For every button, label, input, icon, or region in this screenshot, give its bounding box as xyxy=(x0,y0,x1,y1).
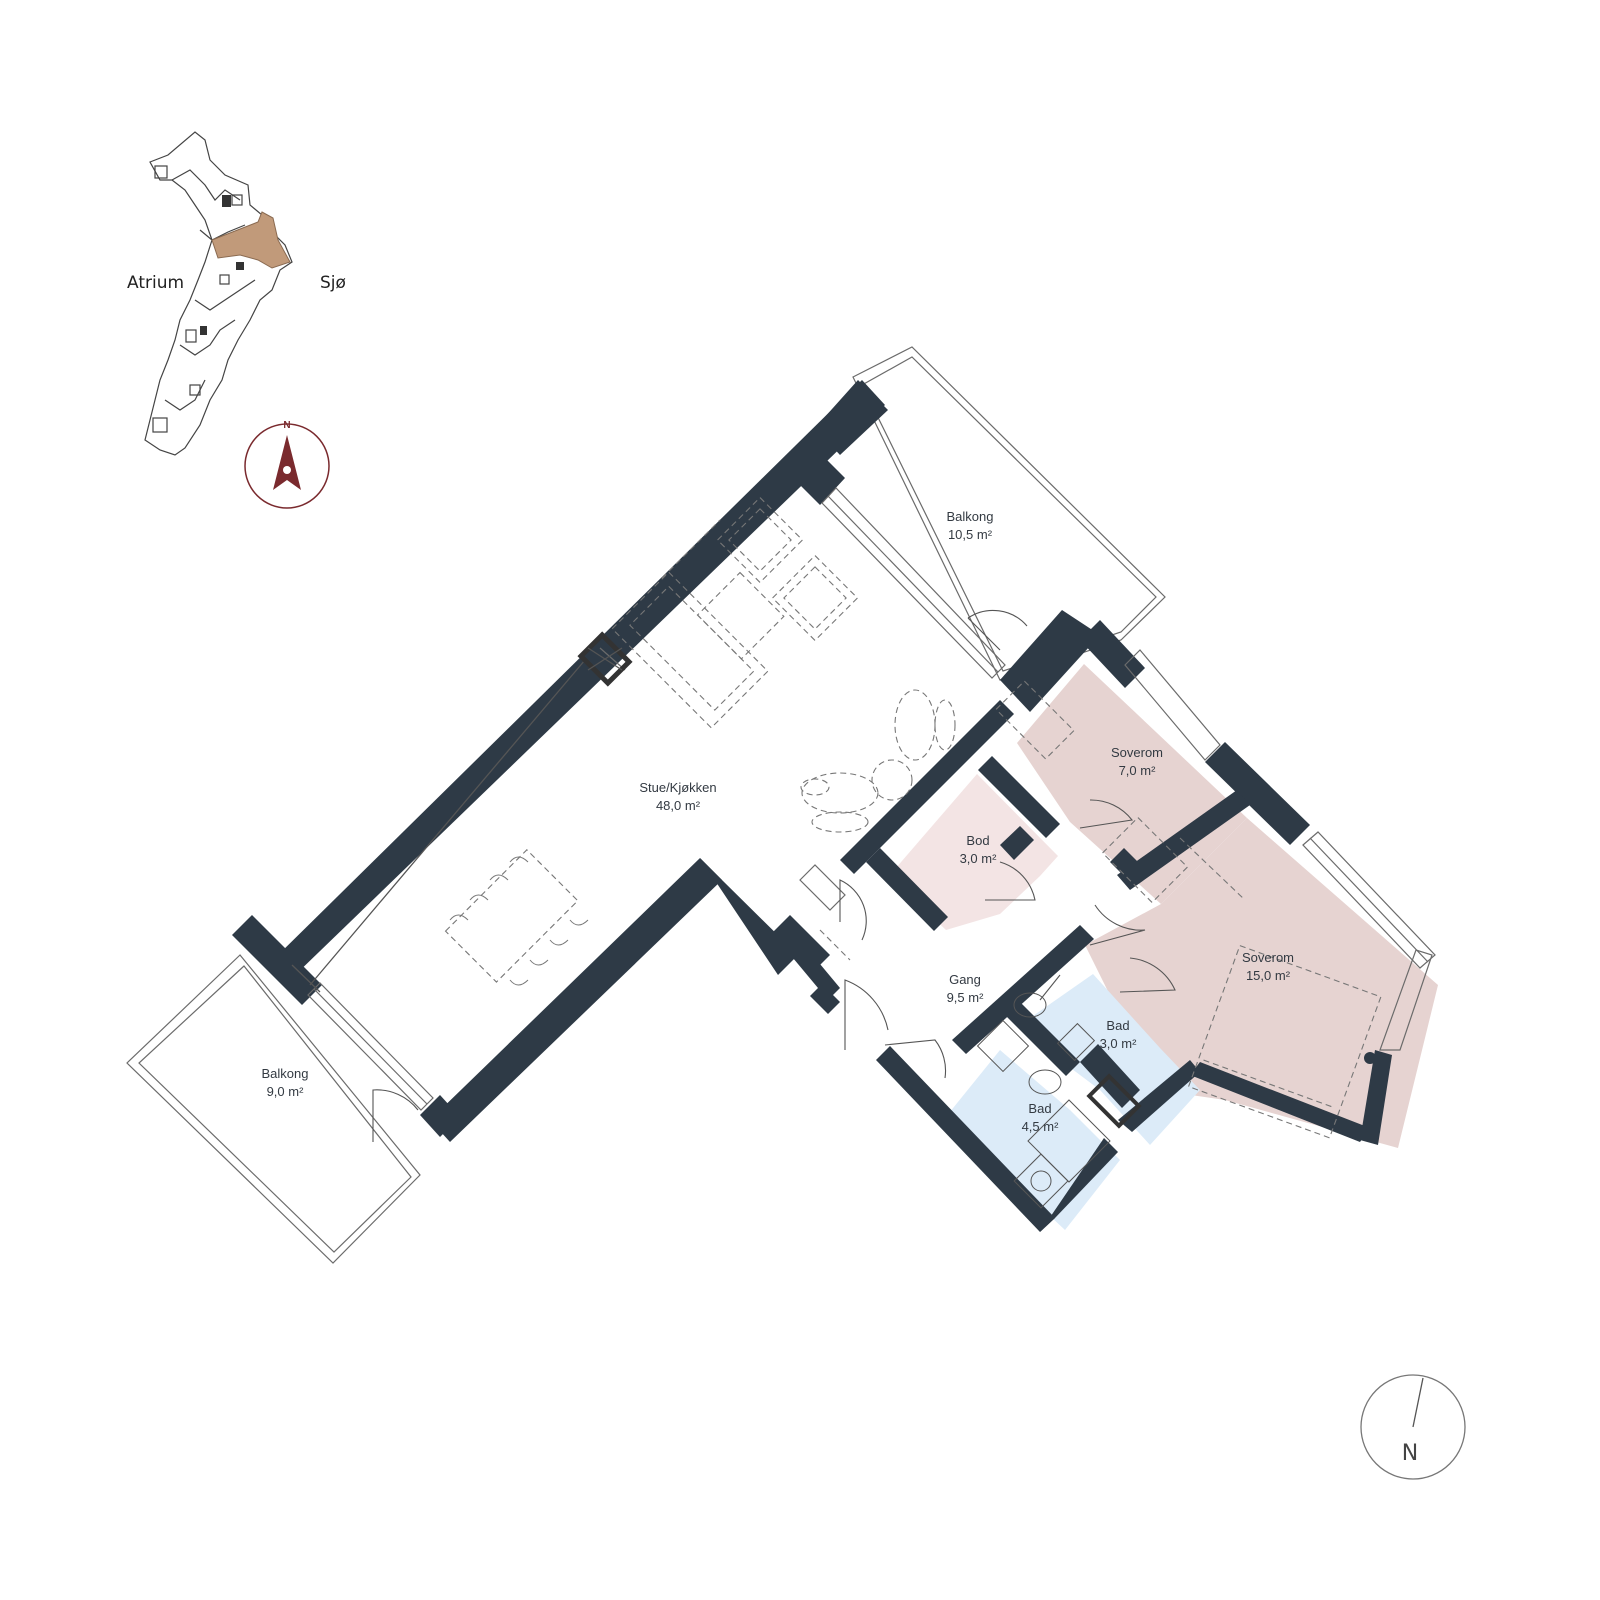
room-label-soverom-large: Soverom 15,0 m² xyxy=(1242,950,1294,983)
door-balkong-top[interactable] xyxy=(967,609,1028,651)
coffee-table-icon xyxy=(696,571,785,660)
room-area: 48,0 m² xyxy=(656,798,701,813)
key-plan-core xyxy=(236,262,244,270)
compass-label: N xyxy=(1402,1441,1418,1466)
room-name: Bad xyxy=(1106,1018,1129,1033)
room-label-bad-large: Bad 4,5 m² xyxy=(1022,1101,1060,1134)
room-area: 4,5 m² xyxy=(1022,1119,1060,1134)
room-area: 3,0 m² xyxy=(960,851,998,866)
windows xyxy=(307,487,1436,1111)
key-plan-north-label: N xyxy=(283,420,290,431)
door-balkong-left[interactable] xyxy=(372,1089,419,1142)
compass-icon: N xyxy=(1360,1374,1466,1480)
door-bad-large[interactable] xyxy=(884,1039,947,1079)
room-label-bod: Bod 3,0 m² xyxy=(960,833,998,866)
washer-drum-icon xyxy=(1030,1170,1052,1192)
room-name: Gang xyxy=(949,972,981,987)
sink-icon xyxy=(976,1019,1030,1073)
wardrobe-icon xyxy=(1101,816,1189,904)
room-name: Soverom xyxy=(1242,950,1294,965)
room-label-stue: Stue/Kjøkken 48,0 m² xyxy=(639,780,716,813)
door-bod[interactable] xyxy=(985,861,1036,901)
furniture-bathrooms xyxy=(976,992,1142,1209)
door-soverom-large[interactable] xyxy=(1119,957,1176,993)
room-area: 9,5 m² xyxy=(947,990,985,1005)
room-name: Soverom xyxy=(1111,745,1163,760)
room-label-gang: Gang 9,5 m² xyxy=(947,972,985,1005)
dining-set-icon xyxy=(800,689,956,833)
key-plan-building xyxy=(144,131,293,456)
room-area: 10,5 m² xyxy=(948,527,993,542)
balkong-top-frame xyxy=(852,346,1166,681)
key-plan: Atrium Sjø N xyxy=(127,131,346,509)
furniture-bedrooms xyxy=(995,680,1382,1139)
door-bad-small[interactable] xyxy=(1039,974,1061,1001)
sink-icon xyxy=(1056,1022,1096,1062)
room-name: Bad xyxy=(1028,1101,1051,1116)
room-label-balkong-top: Balkong 10,5 m² xyxy=(947,509,994,542)
furniture-living xyxy=(444,496,956,986)
toilet-icon xyxy=(1028,1069,1062,1095)
tv-unit-icon xyxy=(661,519,721,579)
key-plan-label-atrium: Atrium xyxy=(127,273,184,293)
door-entrance[interactable] xyxy=(844,979,889,1050)
room-label-balkong-left: Balkong 9,0 m² xyxy=(262,1066,309,1099)
balkong-left-frame xyxy=(126,954,421,1264)
room-name: Balkong xyxy=(262,1066,309,1081)
walls xyxy=(232,380,1392,1232)
door-soverom-small[interactable] xyxy=(1079,799,1134,829)
room-label-soverom-small: Soverom 7,0 m² xyxy=(1111,745,1163,778)
door-soverom-large-2[interactable] xyxy=(1089,904,1146,946)
room-fill-bod xyxy=(889,774,1058,930)
sofa-icon xyxy=(611,571,769,729)
bed-icon xyxy=(1187,944,1382,1139)
room-name: Stue/Kjøkken xyxy=(639,780,716,795)
room-name: Balkong xyxy=(947,509,994,524)
dining-chairs-icon xyxy=(449,856,589,986)
shaft-icon xyxy=(577,631,633,687)
doors[interactable] xyxy=(372,609,1176,1142)
room-area: 9,0 m² xyxy=(267,1084,305,1099)
shaft-bath-icon xyxy=(1086,1073,1142,1129)
key-plan-north-arrow-icon: N xyxy=(244,420,330,509)
dining-table-icon xyxy=(444,849,579,983)
room-area: 15,0 m² xyxy=(1246,968,1291,983)
armchair-icon xyxy=(771,554,859,642)
washer-icon xyxy=(1013,1153,1069,1209)
key-plan-apartment-highlight xyxy=(211,211,291,269)
room-area: 7,0 m² xyxy=(1119,763,1157,778)
key-plan-core xyxy=(222,195,231,207)
key-plan-label-sjo: Sjø xyxy=(320,273,346,293)
room-area: 3,0 m² xyxy=(1100,1036,1138,1051)
armchair-icon xyxy=(716,496,804,584)
room-name: Bod xyxy=(966,833,989,848)
fixtures xyxy=(291,631,633,993)
toilet-icon xyxy=(1013,992,1047,1018)
key-plan-core xyxy=(200,326,207,335)
door-gang-closet[interactable] xyxy=(839,879,867,941)
room-label-bad-small: Bad 3,0 m² xyxy=(1100,1018,1138,1051)
